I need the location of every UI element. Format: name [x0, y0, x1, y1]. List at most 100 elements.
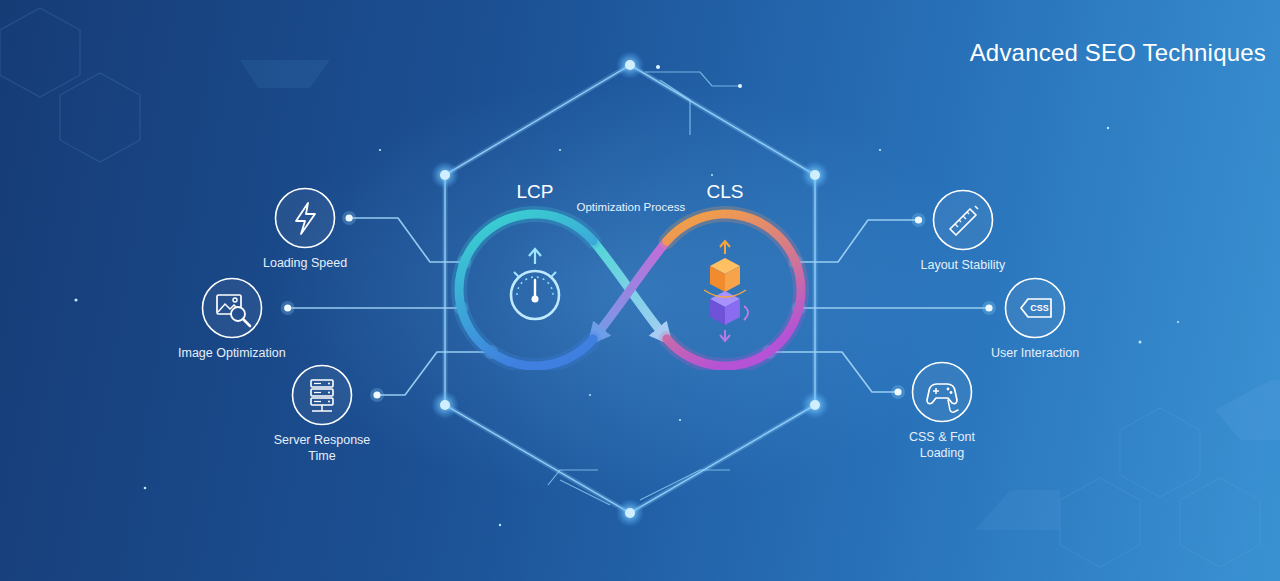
wire-dot	[738, 84, 742, 88]
flow-label: Optimization Process	[577, 200, 686, 215]
icon-stroke	[975, 206, 978, 209]
vertex-dot	[625, 60, 635, 70]
icon-stroke	[913, 363, 972, 422]
icon-stroke	[551, 272, 556, 277]
icon-stroke	[511, 271, 559, 319]
wire	[560, 480, 610, 505]
leader-line	[349, 218, 464, 262]
icon-stroke	[725, 266, 740, 292]
icon-badge	[290, 363, 354, 427]
icon-stroke	[948, 400, 958, 412]
leader-line	[377, 352, 491, 395]
icon-stroke	[311, 389, 333, 396]
particle	[379, 149, 381, 151]
icon-node: CSSUser Interaction	[989, 276, 1081, 361]
icon-stroke	[704, 290, 746, 297]
icon-stroke	[710, 299, 725, 325]
icon-node: Server Response Time	[267, 363, 377, 464]
icon-stroke	[933, 191, 992, 250]
vertex-glow	[616, 51, 644, 79]
icon-stroke	[967, 212, 969, 214]
icon-stroke	[947, 388, 950, 391]
tech-wires	[548, 72, 740, 505]
particle	[1107, 127, 1109, 129]
leader-dot-glow	[370, 388, 384, 402]
icon-stroke	[311, 398, 333, 405]
icon-stroke	[724, 330, 726, 340]
ring-arc	[459, 214, 593, 366]
icon-stroke	[950, 391, 953, 394]
icon-label: Layout Stability	[921, 257, 1006, 273]
icon-stroke	[314, 401, 321, 402]
vertex-glow	[616, 499, 644, 527]
metric-name: LCP	[450, 180, 620, 204]
particle	[679, 419, 681, 421]
icon-badge	[200, 276, 264, 340]
leader-dot-glow	[281, 301, 295, 315]
icon-circle	[273, 186, 337, 250]
icon-stroke	[243, 319, 250, 326]
bg-hex	[60, 73, 140, 162]
icon-badge	[273, 186, 337, 250]
particle	[711, 174, 713, 176]
icon-stroke	[955, 224, 958, 227]
icon-stroke	[720, 241, 730, 247]
icon-node: Layout Stability	[919, 188, 1008, 273]
metric-icon	[511, 249, 559, 319]
vertex-glow	[801, 391, 829, 419]
particle	[1177, 321, 1179, 323]
leader-line	[288, 307, 461, 309]
icon-stroke	[532, 296, 539, 303]
icon-stroke	[321, 405, 323, 411]
leader-dot	[284, 304, 291, 311]
leader-line	[796, 220, 919, 262]
icon-node: Image Optimization	[176, 276, 288, 361]
icon-circle	[290, 363, 354, 427]
leader-dot	[894, 388, 901, 395]
ring-glow	[459, 214, 593, 366]
particle	[559, 149, 561, 151]
icon-stroke	[710, 266, 725, 292]
icon-stroke	[314, 392, 321, 393]
icon-stroke	[514, 272, 519, 277]
hexagon-frame	[445, 65, 815, 513]
diagram-title: Advanced SEO Techniques	[970, 39, 1266, 67]
particle	[1139, 341, 1142, 344]
wire	[645, 72, 740, 86]
icon-stroke	[312, 410, 332, 412]
vertex-glow	[431, 161, 459, 189]
icon-stroke	[720, 335, 730, 341]
bg-shape	[240, 60, 330, 88]
wire	[660, 80, 690, 135]
icon-node: CSS & Font Loading	[898, 360, 986, 461]
vertex-dot	[625, 508, 635, 518]
icon-label: Loading Speed	[263, 255, 347, 271]
icon-label: Server Response Time	[269, 432, 375, 464]
vertex-dot	[810, 400, 820, 410]
ring-arc	[667, 214, 801, 366]
metric-name: CLS	[640, 180, 810, 204]
icon-stroke	[296, 203, 315, 234]
icon-stroke	[927, 384, 957, 404]
icon-stroke	[725, 299, 740, 325]
leader-dot	[915, 216, 922, 223]
hexagon-glow	[445, 65, 815, 513]
particle	[74, 298, 77, 301]
icon-stroke	[744, 306, 748, 320]
ring-glow	[667, 214, 801, 366]
particles	[74, 127, 1179, 526]
vertex-glow	[431, 391, 459, 419]
icon-circle	[910, 360, 974, 424]
flow-arrow	[593, 241, 667, 339]
vertex-dot	[440, 170, 450, 180]
leader-line	[799, 307, 989, 309]
icon-stroke	[963, 216, 966, 219]
wire-dot	[656, 65, 660, 69]
vertex-dots	[431, 51, 829, 527]
icon-stroke	[534, 250, 536, 264]
icon-stroke	[724, 242, 726, 254]
leader-dot-glow	[912, 213, 926, 227]
